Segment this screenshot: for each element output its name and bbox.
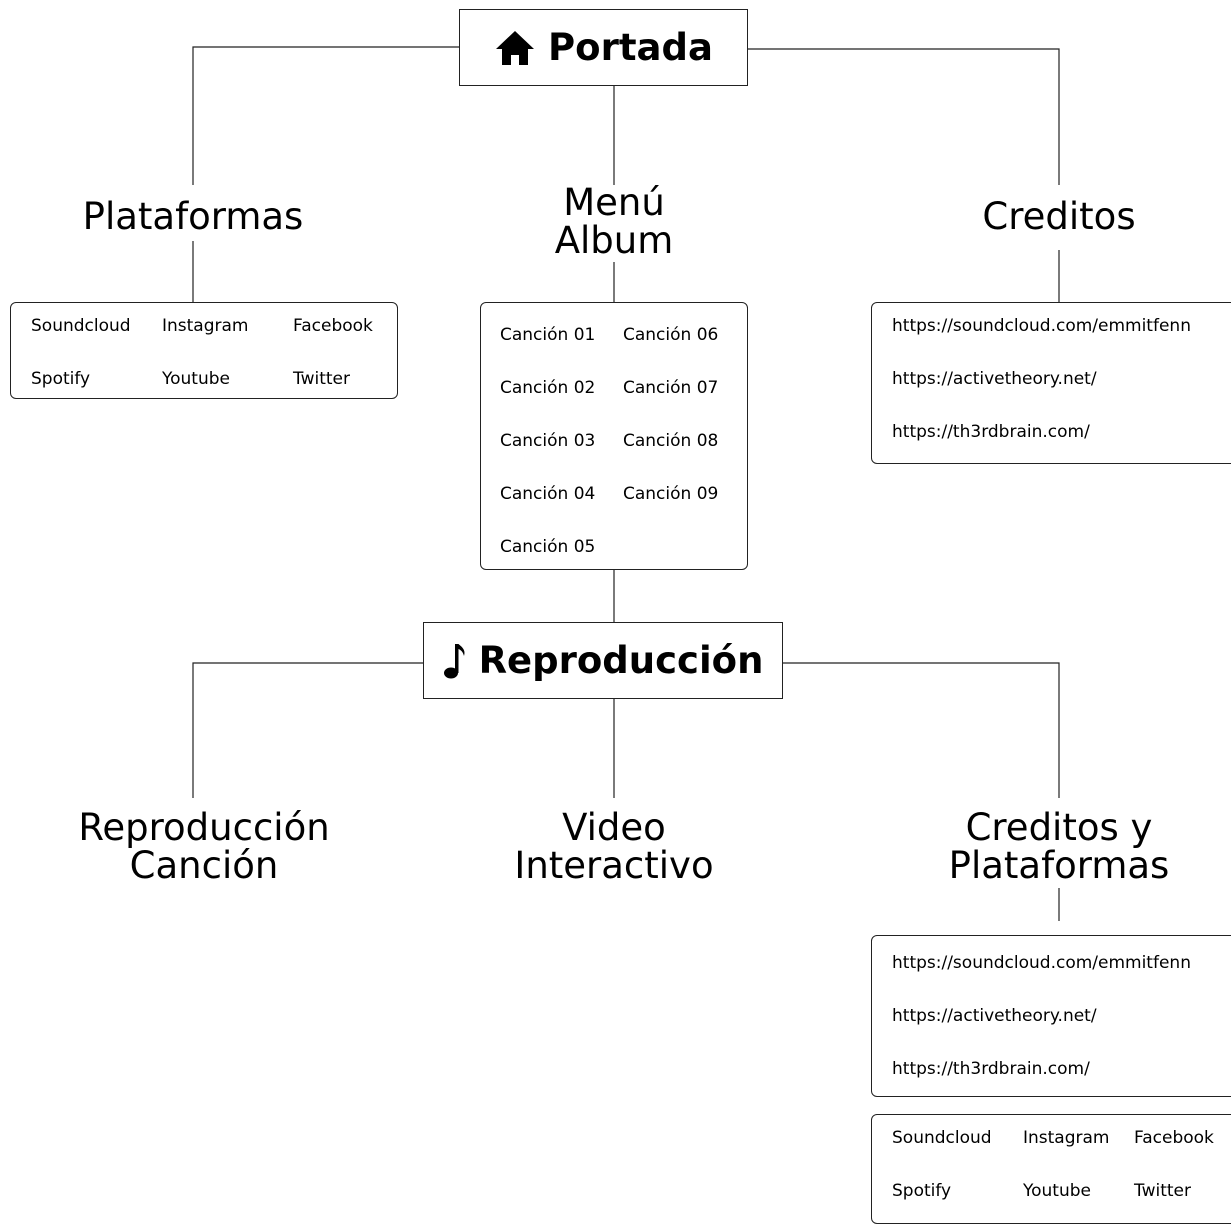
song-item[interactable]: Canción 01	[500, 325, 596, 345]
song-item[interactable]: Canción 04	[500, 484, 596, 504]
reproduccion-cancion-line1: Reproducción	[78, 806, 330, 849]
platform-item[interactable]: Facebook	[293, 316, 373, 336]
creditos-plataformas-line2: Plataformas	[948, 844, 1170, 887]
video-interactivo-node: Video Interactivo	[514, 809, 713, 885]
plataformas-node: Plataformas	[83, 198, 304, 236]
song-item[interactable]: Canción 06	[623, 325, 719, 345]
platform-item[interactable]: Spotify	[892, 1181, 952, 1201]
reproduccion-cancion-node: Reproducción Canción	[78, 809, 329, 885]
platform-item[interactable]: Instagram	[162, 316, 249, 336]
music-note-icon	[443, 641, 467, 681]
plataformas-label: Plataformas	[82, 195, 304, 238]
platform-item[interactable]: Spotify	[31, 369, 91, 389]
song-item[interactable]: Canción 09	[623, 484, 719, 504]
connector-reproduccion-cancion	[192, 662, 423, 798]
home-icon	[494, 29, 536, 67]
album-label: Album	[554, 219, 674, 262]
credits-platforms-platforms-box: Soundcloud Instagram Facebook Spotify Yo…	[871, 1114, 1231, 1224]
platforms-box: Soundcloud Instagram Facebook Spotify Yo…	[10, 302, 398, 399]
platform-item[interactable]: Youtube	[1023, 1181, 1091, 1201]
portada-hub[interactable]: Portada	[459, 9, 748, 86]
song-item[interactable]: Canción 03	[500, 431, 596, 451]
credit-link[interactable]: https://activetheory.net/	[892, 1006, 1097, 1026]
platform-item[interactable]: Soundcloud	[31, 316, 131, 336]
credit-link[interactable]: https://activetheory.net/	[892, 369, 1097, 389]
creditos-plataformas-node: Creditos y Plataformas	[949, 809, 1170, 885]
song-item[interactable]: Canción 08	[623, 431, 719, 451]
creditos-plataformas-line1: Creditos y	[965, 806, 1153, 849]
platform-item[interactable]: Twitter	[293, 369, 350, 389]
platform-item[interactable]: Soundcloud	[892, 1128, 992, 1148]
connector-reproduccion-creditos-plataformas	[783, 662, 1060, 798]
credit-link[interactable]: https://soundcloud.com/emmitfenn	[892, 316, 1191, 336]
platform-item[interactable]: Facebook	[1134, 1128, 1214, 1148]
song-item[interactable]: Canción 05	[500, 537, 596, 557]
reproduccion-cancion-line2: Canción	[129, 844, 279, 887]
credits-box: https://soundcloud.com/emmitfenn https:/…	[871, 302, 1231, 464]
connector-portada-creditos	[748, 48, 1060, 185]
menu-album-node: Menú Album	[555, 184, 674, 260]
platform-item[interactable]: Twitter	[1134, 1181, 1191, 1201]
connector-portada-plataformas	[192, 46, 459, 185]
credits-platforms-credits-box: https://soundcloud.com/emmitfenn https:/…	[871, 935, 1231, 1097]
reproduccion-hub[interactable]: Reproducción	[423, 622, 783, 699]
platform-item[interactable]: Instagram	[1023, 1128, 1110, 1148]
platform-item[interactable]: Youtube	[162, 369, 230, 389]
reproduccion-label: Reproducción	[478, 639, 764, 682]
credit-link[interactable]: https://th3rdbrain.com/	[892, 1059, 1090, 1079]
menu-label: Menú	[563, 181, 665, 224]
song-item[interactable]: Canción 07	[623, 378, 719, 398]
video-interactivo-line1: Video	[562, 806, 666, 849]
creditos-label: Creditos	[982, 195, 1136, 238]
video-interactivo-line2: Interactivo	[514, 844, 714, 887]
creditos-node: Creditos	[982, 198, 1135, 236]
songs-box: Canción 01 Canción 02 Canción 03 Canción…	[480, 302, 748, 570]
song-item[interactable]: Canción 02	[500, 378, 596, 398]
credit-link[interactable]: https://th3rdbrain.com/	[892, 422, 1090, 442]
portada-label: Portada	[548, 26, 713, 69]
credit-link[interactable]: https://soundcloud.com/emmitfenn	[892, 953, 1191, 973]
